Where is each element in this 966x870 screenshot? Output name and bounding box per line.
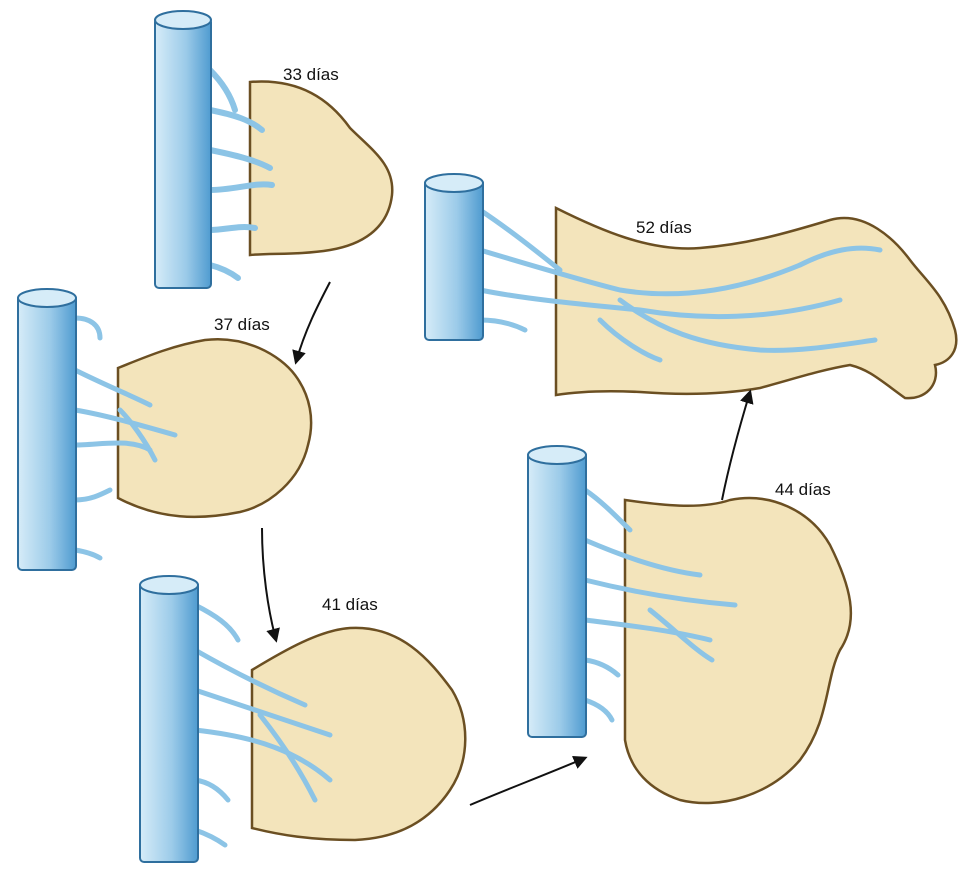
arrow-41-to-44 xyxy=(470,758,585,805)
spinal-cord-37 xyxy=(18,295,76,570)
stage-41-group: 41 días xyxy=(140,576,465,862)
stage-33-group: 33 días xyxy=(155,11,392,288)
spinal-cord-44 xyxy=(528,452,586,737)
spinal-cord-section-33 xyxy=(155,11,211,29)
arrow-33-to-37 xyxy=(296,282,330,362)
arrow-37-to-41 xyxy=(262,528,276,640)
stage-52-group: 52 días xyxy=(425,174,956,398)
spinal-cord-section-41 xyxy=(140,576,198,594)
spinal-cord-52 xyxy=(425,180,483,340)
stage-37-group: 37 días xyxy=(18,289,311,570)
stage-44-group: 44 días xyxy=(528,446,851,803)
stage-label-52: 52 días xyxy=(636,218,692,237)
stage-label-37: 37 días xyxy=(214,315,270,334)
spinal-cord-41 xyxy=(140,582,198,862)
stage-label-44: 44 días xyxy=(775,480,831,499)
stage-label-33: 33 días xyxy=(283,65,339,84)
arrow-44-to-52 xyxy=(722,392,750,500)
limb-bud-44 xyxy=(625,498,851,803)
limb-bud-41 xyxy=(252,628,465,840)
spinal-cord-section-44 xyxy=(528,446,586,464)
spinal-cord-section-37 xyxy=(18,289,76,307)
stage-label-41: 41 días xyxy=(322,595,378,614)
limb-52 xyxy=(556,208,956,398)
spinal-cord-33 xyxy=(155,18,211,288)
spinal-cord-section-52 xyxy=(425,174,483,192)
